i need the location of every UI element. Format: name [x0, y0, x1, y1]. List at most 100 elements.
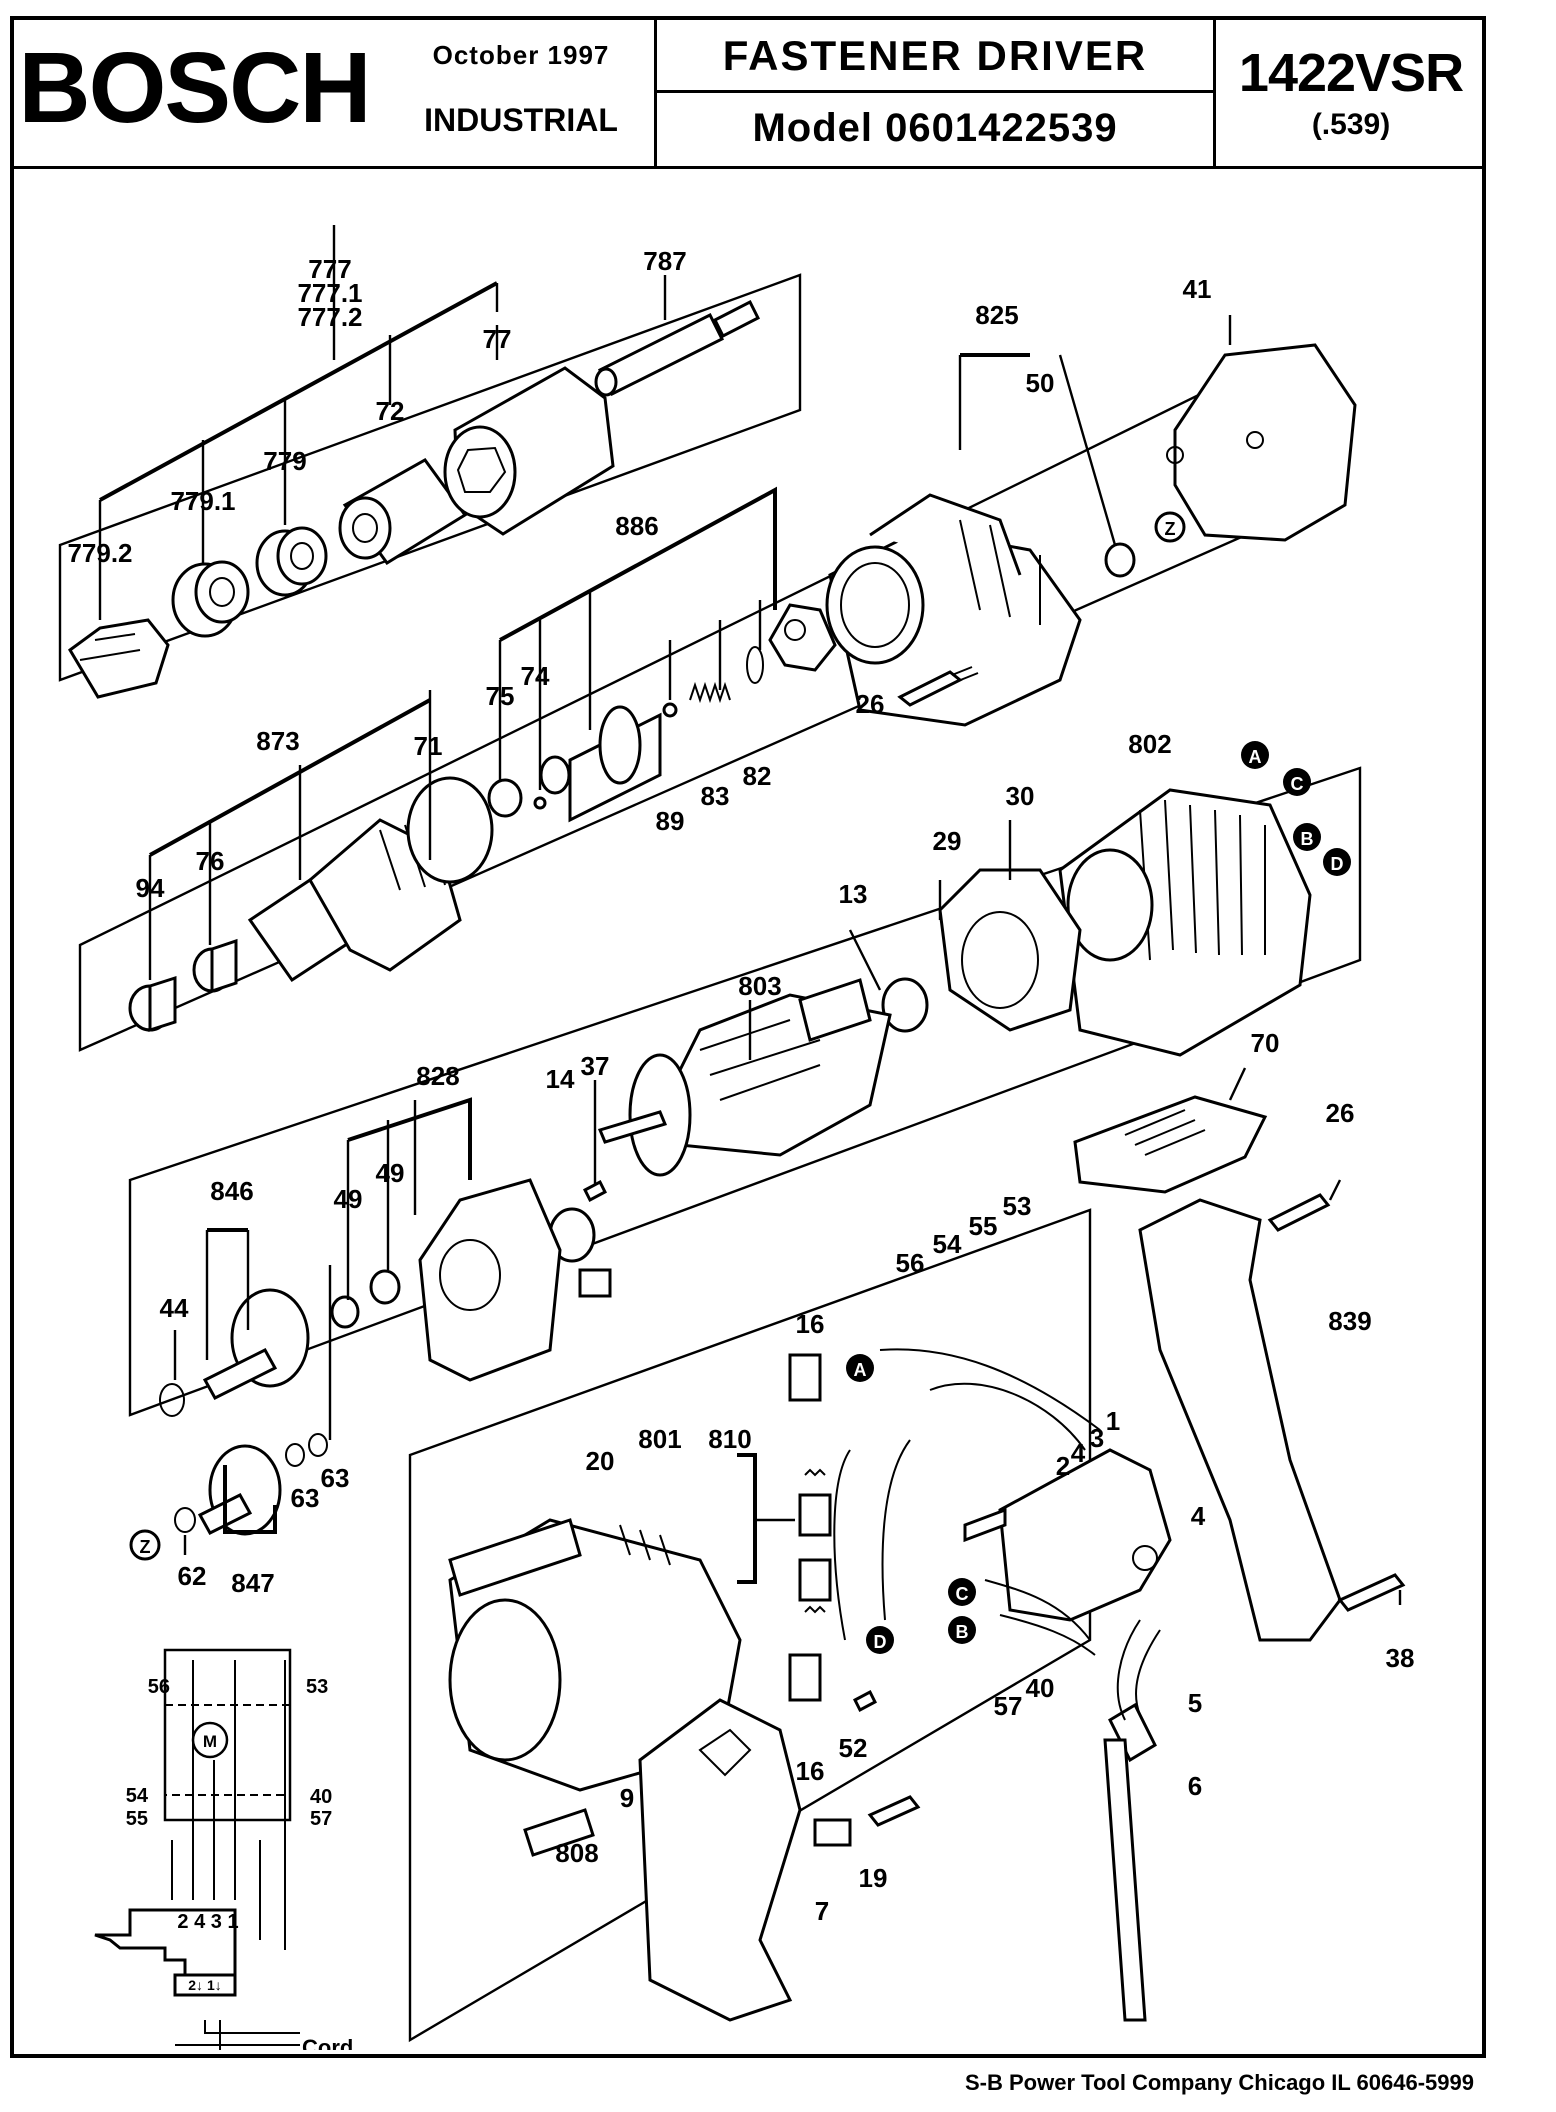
svg-text:B: B — [1301, 829, 1314, 849]
label-56: 56 — [896, 1248, 925, 1278]
model-box: 1422VSR (.539) — [1216, 20, 1486, 166]
label-873: 873 — [256, 726, 299, 756]
part-49-bearing-b — [330, 1295, 360, 1329]
part-802-field — [1058, 788, 1312, 1057]
label-847: 847 — [231, 1568, 274, 1598]
label-53: 53 — [1003, 1191, 1032, 1221]
label-41: 41 — [1183, 274, 1212, 304]
label-779: 779 — [263, 446, 306, 476]
part-801-field-housing — [448, 1518, 742, 1792]
connector-d-wire: D — [866, 1626, 894, 1654]
label-38: 38 — [1386, 1643, 1415, 1673]
label-wire-1: 1 — [1106, 1406, 1120, 1436]
schematic-label-40: 40 — [310, 1786, 332, 1808]
label-74: 74 — [521, 661, 550, 691]
svg-text:B: B — [956, 1622, 969, 1642]
label-16-bottom: 16 — [796, 1756, 825, 1786]
label-787: 787 — [643, 246, 686, 276]
part-72-bit-holder — [338, 458, 468, 566]
part-6-cord — [1103, 1738, 1147, 2022]
part-38-screw — [1337, 1573, 1406, 1612]
part-886-clutch — [539, 705, 662, 823]
part-787-bit — [594, 299, 761, 397]
label-810: 810 — [708, 1424, 751, 1454]
label-57: 57 — [994, 1691, 1023, 1721]
bosch-logo: BOSCH — [18, 32, 371, 144]
connector-c-top: C — [1283, 768, 1311, 796]
part-7-clamp — [813, 1818, 852, 1847]
label-wire-2: 2 — [1056, 1451, 1070, 1481]
connector-b-wire: B — [948, 1616, 976, 1644]
part-52-screw — [853, 1689, 877, 1713]
panel-nose-assembly — [58, 273, 802, 682]
wiring-schematic: M 56 53 54 55 40 57 2 4 3 1 2↓ 1↓ Cord — [94, 1648, 353, 2050]
bracket-777 — [99, 281, 498, 502]
label-777-2: 777.2 — [297, 302, 362, 332]
part-847-gear — [197, 1444, 282, 1536]
label-846: 846 — [210, 1176, 253, 1206]
part-19-screw — [867, 1795, 921, 1827]
page-frame: BOSCH October 1997 INDUSTRIAL FASTENER D… — [10, 16, 1486, 2058]
part-63-washer-a — [285, 1443, 305, 1467]
part-839-handle-half — [1138, 1198, 1342, 1642]
svg-text:C: C — [956, 1584, 969, 1604]
label-63-a: 63 — [291, 1483, 320, 1513]
schematic-label-53: 53 — [306, 1676, 328, 1698]
part-26-screw-lower — [1267, 1193, 1331, 1232]
model-suffix: (.539) — [1311, 108, 1391, 141]
part-76-bearing — [192, 938, 238, 994]
part-810-brushes — [798, 1468, 832, 1614]
part-29-baffle — [938, 868, 1082, 1032]
revision-date: October 1997 — [432, 40, 610, 70]
label-4-switch: 4 — [1191, 1501, 1206, 1531]
division-label: INDUSTRIAL — [424, 102, 618, 138]
wire-harness — [833, 1348, 1101, 1656]
svg-text:A: A — [854, 1360, 867, 1380]
label-77: 77 — [483, 324, 512, 354]
label-wire-3: 3 — [1090, 1423, 1104, 1453]
label-30: 30 — [1006, 781, 1035, 811]
label-19: 19 — [859, 1863, 888, 1893]
part-82-retaining-ring — [746, 646, 764, 684]
schematic-label-54: 54 — [126, 1785, 149, 1807]
label-777: 777 — [308, 254, 351, 284]
connector-a-top: A — [1241, 741, 1269, 769]
bearing-icon — [578, 1268, 612, 1298]
part-50-bearing-housing — [825, 493, 1082, 727]
label-779-2: 779.2 — [67, 538, 132, 568]
label-wire-4: 4 — [1071, 1438, 1086, 1468]
svg-text:C: C — [1291, 774, 1304, 794]
label-779-1: 779.1 — [170, 486, 235, 516]
part-49-bearing-a — [369, 1269, 401, 1305]
schematic-label-57: 57 — [310, 1808, 332, 1830]
connector-a-wire: A — [846, 1354, 874, 1382]
connector-b-top: B — [1293, 823, 1321, 851]
part-779-2-nosepiece — [68, 618, 170, 699]
schematic-cord-label: Cord — [302, 2035, 353, 2050]
label-9: 9 — [620, 1783, 634, 1813]
label-16-top: 16 — [796, 1309, 825, 1339]
label-75: 75 — [486, 681, 515, 711]
label-828: 828 — [416, 1061, 459, 1091]
label-37: 37 — [581, 1051, 610, 1081]
label-825: 825 — [975, 300, 1018, 330]
header-divider — [14, 166, 1482, 169]
part-63-washer-b — [308, 1433, 328, 1457]
svg-text:D: D — [874, 1632, 887, 1652]
label-49-a: 49 — [334, 1184, 363, 1214]
schematic-terminals: 2 4 3 1 — [177, 1911, 238, 1933]
part-16-brush-holder-bottom — [788, 1653, 822, 1702]
connector-c-wire: C — [948, 1578, 976, 1606]
part-9-housing-half — [638, 1698, 802, 2022]
part-846-gear — [202, 1288, 310, 1400]
label-20: 20 — [586, 1446, 615, 1476]
label-26-upper: 26 — [856, 689, 885, 719]
label-55: 55 — [969, 1211, 998, 1241]
connector-z-lower: Z — [129, 1529, 161, 1561]
label-94: 94 — [136, 873, 165, 903]
part-70-cover — [1073, 1095, 1268, 1194]
schematic-label-55: 55 — [126, 1808, 148, 1830]
label-801: 801 — [638, 1424, 681, 1454]
svg-text:M: M — [203, 1732, 217, 1751]
part-77-depth-locator — [443, 366, 615, 536]
